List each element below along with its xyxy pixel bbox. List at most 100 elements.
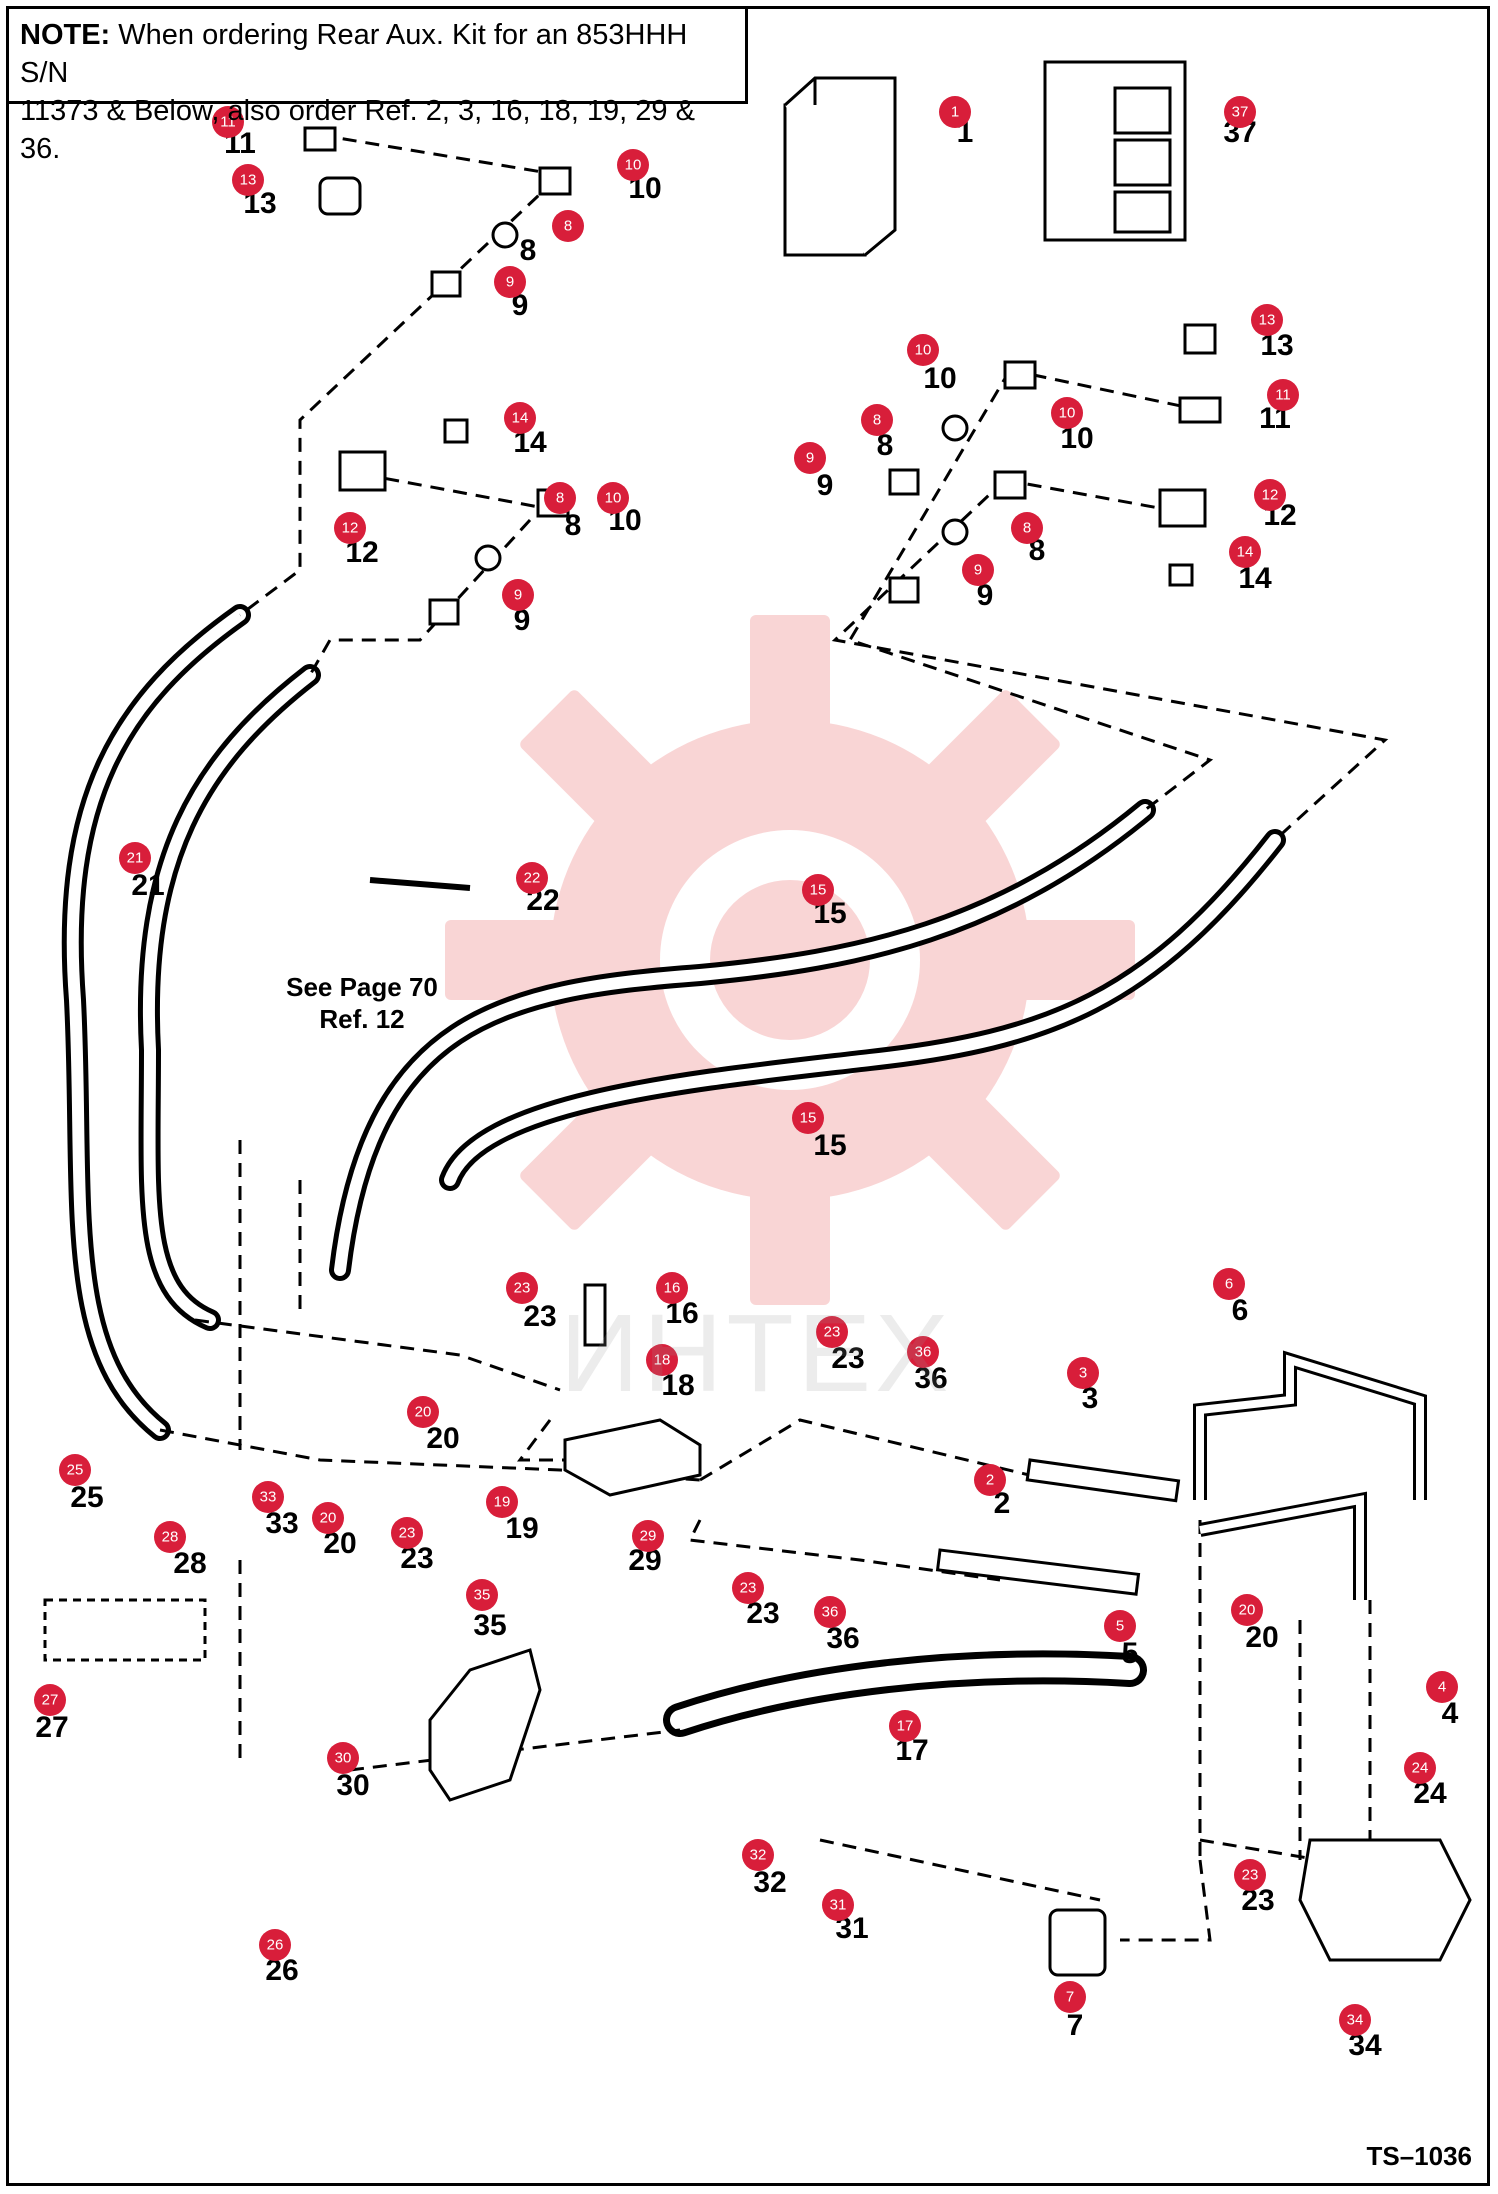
callout-9: 99 — [494, 266, 528, 322]
callout-label: 7 — [1067, 2009, 1084, 2042]
callout-number: 15 — [800, 1110, 817, 1127]
callout-label: 8 — [565, 509, 582, 542]
callout-label: 9 — [817, 469, 834, 502]
callout-number: 14 — [1237, 544, 1254, 561]
callout-number: 24 — [1412, 1760, 1429, 1777]
callout-number: 33 — [260, 1489, 277, 1506]
callout-number: 6 — [1225, 1276, 1233, 1293]
callout-number: 3 — [1079, 1365, 1087, 1382]
callout-number: 23 — [740, 1580, 757, 1597]
callout-badge-icon — [34, 1684, 66, 1716]
reference-line-1: See Page 70 — [286, 972, 438, 1002]
callout-badge-icon — [1254, 479, 1286, 511]
callout-label: 23 — [523, 1300, 556, 1333]
callout-label: 4 — [1442, 1697, 1459, 1730]
callout-9: 99 — [794, 442, 833, 502]
callout-number: 10 — [605, 490, 622, 507]
callout-number: 37 — [1232, 104, 1249, 121]
callout-badge-icon — [312, 1502, 344, 1534]
callout-badge-icon — [502, 579, 534, 611]
callout-label: 27 — [35, 1711, 68, 1744]
callout-badge-icon — [327, 1742, 359, 1774]
drawing-id: TS–1036 — [1366, 2141, 1472, 2171]
callout-badge-icon — [1213, 1268, 1245, 1300]
callout-number: 21 — [127, 850, 144, 867]
callout-badge-icon — [552, 210, 584, 242]
callout-number: 8 — [564, 218, 572, 235]
callout-group: 1137371111131310108899131310101111889910… — [34, 96, 1459, 2062]
callout-label: 6 — [1232, 1294, 1249, 1327]
dashed-connection-lines — [159, 133, 1389, 1942]
callout-badge-icon — [889, 1710, 921, 1742]
callout-badge-icon — [119, 842, 151, 874]
callout-badge-icon — [907, 334, 939, 366]
callout-badge-icon — [212, 106, 244, 138]
callout-number: 36 — [822, 1604, 839, 1621]
callout-number: 7 — [1066, 1989, 1074, 2006]
callout-number: 22 — [524, 870, 541, 887]
callout-badge-icon — [1229, 536, 1261, 568]
callout-number: 11 — [220, 114, 236, 131]
callout-1: 11 — [939, 96, 973, 149]
callout-9: 99 — [962, 554, 994, 612]
callout-number: 20 — [415, 1404, 432, 1421]
callout-number: 23 — [824, 1324, 841, 1341]
callout-number: 20 — [1239, 1602, 1256, 1619]
callout-label: 9 — [512, 289, 529, 322]
callout-badge-icon — [1267, 379, 1299, 411]
callout-label: 8 — [877, 429, 894, 462]
callout-badge-icon — [814, 1596, 846, 1628]
callout-badge-icon — [816, 1316, 848, 1348]
callout-badge-icon — [1054, 1981, 1086, 2013]
callout-number: 23 — [514, 1280, 531, 1297]
callout-badge-icon — [1339, 2004, 1371, 2036]
callout-badge-icon — [1067, 1357, 1099, 1389]
callout-number: 28 — [162, 1529, 179, 1546]
callout-number: 36 — [915, 1344, 932, 1361]
callout-number: 12 — [342, 520, 359, 537]
callout-label: 35 — [473, 1609, 506, 1642]
callout-label: 5 — [1122, 1637, 1139, 1670]
callout-number: 9 — [514, 587, 522, 604]
callout-number: 13 — [1259, 312, 1276, 329]
callout-number: 8 — [1023, 520, 1031, 537]
callout-badge-icon — [544, 482, 576, 514]
callout-number: 25 — [67, 1462, 84, 1479]
callout-badge-icon — [939, 96, 971, 128]
callout-number: 31 — [830, 1897, 847, 1914]
callout-badge-icon — [646, 1344, 678, 1376]
callout-number: 11 — [1275, 387, 1291, 404]
callout-badge-icon — [504, 402, 536, 434]
callout-label: 25 — [70, 1481, 103, 1514]
callout-number: 9 — [806, 450, 814, 467]
callout-number: 30 — [335, 1750, 352, 1767]
callout-badge-icon — [1426, 1671, 1458, 1703]
callout-label: 23 — [831, 1342, 864, 1375]
callout-number: 9 — [974, 562, 982, 579]
page-frame — [6, 6, 1490, 2186]
note-label: NOTE: — [20, 19, 111, 51]
callout-badge-icon — [486, 1486, 518, 1518]
